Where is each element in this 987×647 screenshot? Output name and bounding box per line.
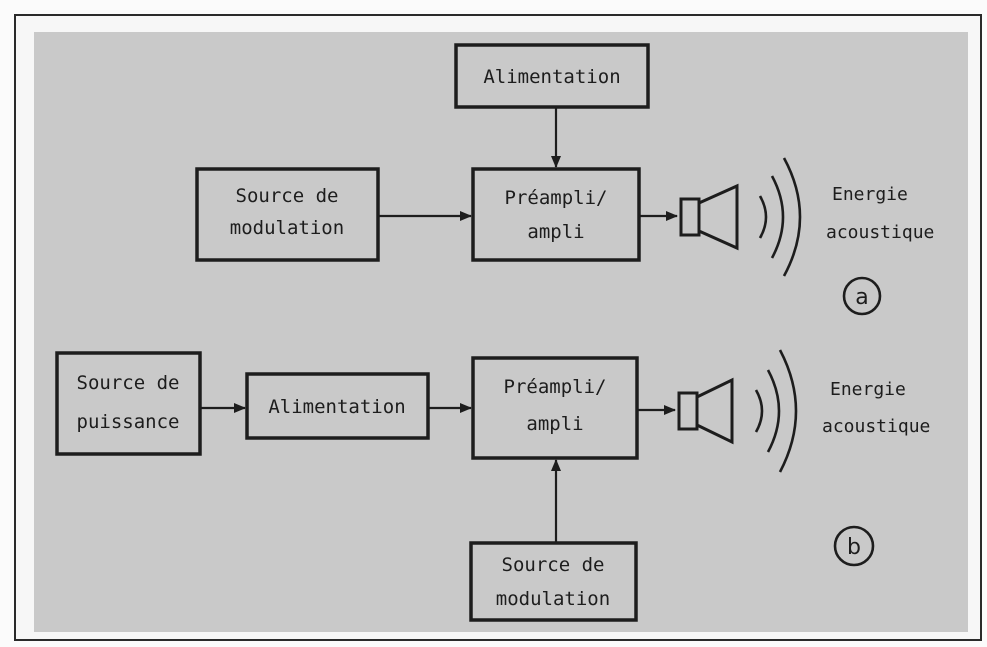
b-power-box: Alimentation [245,372,430,440]
b-source-label-line2: puissance [77,411,180,433]
b-amp-label-line2: ampli [526,413,583,435]
b-tag-label: b [847,535,861,560]
b-amp-label-line1: Préampli/ [504,376,607,398]
a-power-box: Alimentation [454,43,650,109]
b-amp-box: Préampli/ ampli [471,356,639,460]
a-modulation-label-line2: modulation [230,217,344,239]
diagram-b: Source de puissance Alimentation Préampl… [55,349,930,622]
b-power-label: Alimentation [268,396,405,418]
a-power-label: Alimentation [483,66,620,88]
a-tag-label: a [855,285,868,310]
b-output-label-line1: Energie [830,379,906,400]
b-speaker-icon [677,377,734,445]
a-modulation-label-line1: Source de [236,185,339,207]
a-amp-label-line1: Préampli/ [505,187,608,209]
b-modulation-label-line2: modulation [496,588,610,610]
b-tag: b [833,525,875,567]
diagram-a: Alimentation Source de modulation Préamp… [195,43,934,316]
b-source-box: Source de puissance [55,351,202,456]
a-modulation-box: Source de modulation [195,167,380,262]
a-output-label-line1: Energie [832,184,908,205]
b-modulation-label-line1: Source de [502,554,605,576]
figure-panel [34,32,968,632]
b-modulation-box: Source de modulation [469,541,638,622]
a-sound-waves-icon [758,157,802,277]
b-sound-waves-icon [754,349,798,473]
b-source-label-line1: Source de [77,372,180,394]
a-speaker-icon [679,183,739,251]
b-output-label-line2: acoustique [822,416,930,437]
a-amp-label-line2: ampli [527,221,584,243]
a-amp-box: Préampli/ ampli [471,167,641,262]
a-tag: a [842,276,882,316]
a-output-label-line2: acoustique [826,222,934,243]
